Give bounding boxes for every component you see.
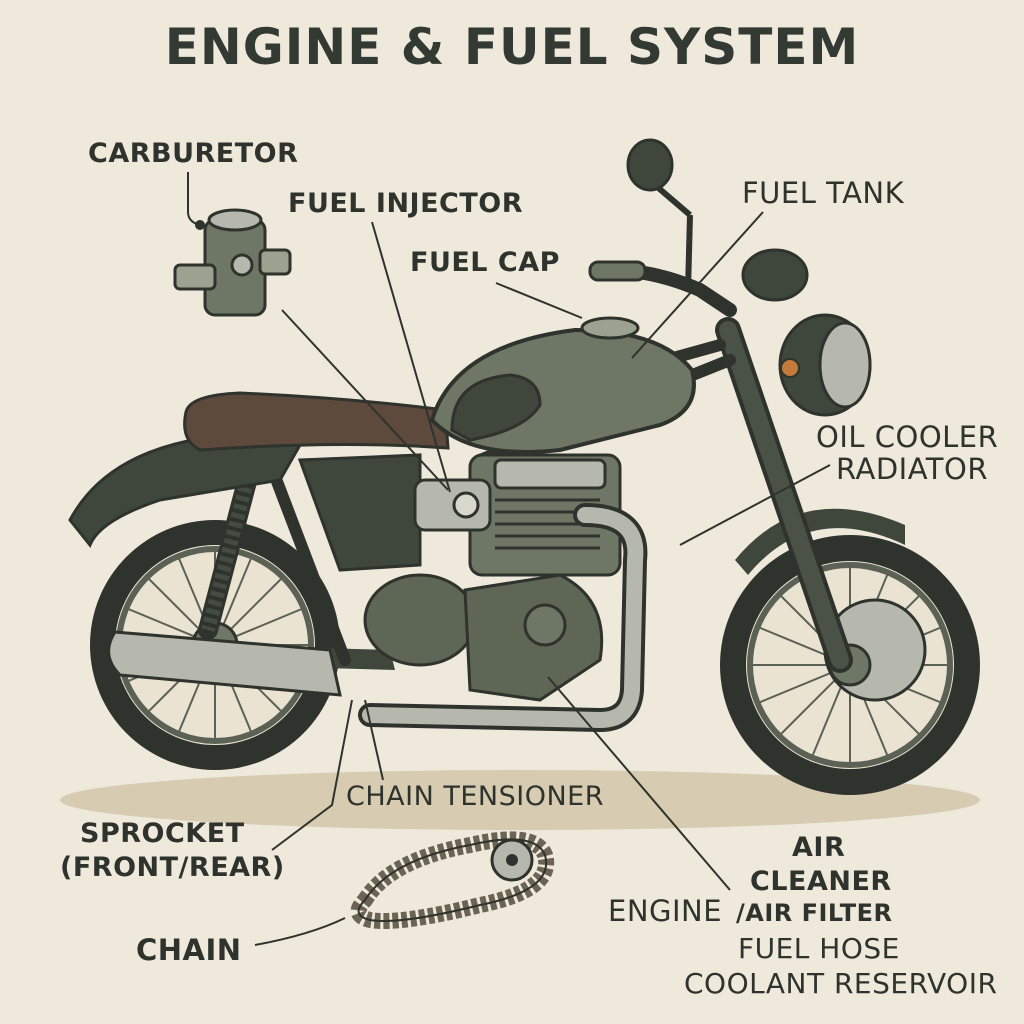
label-air: AIR [792, 832, 846, 863]
leader-fuel-cap [495, 282, 583, 319]
engine-block [363, 453, 622, 702]
leader-chain [254, 917, 346, 946]
rear-shock [198, 460, 260, 640]
exhaust [107, 503, 648, 733]
label-radiator: RADIATOR [836, 452, 988, 486]
label-chain-tensioner: CHAIN TENSIONER [346, 781, 604, 812]
label-fuel-tank: FUEL TANK [742, 176, 905, 210]
leader-carburetor-to-engine [281, 309, 449, 491]
label-fuel-injector: FUEL INJECTOR [288, 188, 524, 219]
label-fuel-hose: FUEL HOSE [738, 932, 900, 965]
headlight [778, 313, 872, 417]
leader-fuel-injector [371, 221, 451, 493]
leader-carburetor [187, 172, 201, 226]
front-fender [735, 508, 905, 575]
mirror [626, 138, 674, 192]
handlebars [588, 138, 809, 317]
label-chain: CHAIN [136, 933, 242, 967]
leader-fuel-tank [631, 211, 764, 359]
fuel-cap-shape [580, 316, 640, 340]
carburetor-part [173, 208, 292, 317]
label-oil-cooler: OIL COOLER [816, 420, 999, 454]
front-forks [715, 317, 853, 673]
leader-sprocket [271, 699, 353, 851]
chain-part [350, 831, 555, 929]
leader-oil-cooler [679, 464, 831, 546]
label-carburetor: CARBURETOR [88, 138, 299, 169]
leader-air-filter [547, 676, 731, 891]
label-engine: ENGINE [608, 894, 723, 928]
leader-lines [187, 172, 831, 946]
diagram-title: ENGINE & FUEL SYSTEM [164, 18, 860, 76]
seat [183, 391, 450, 452]
label-cleaner: CLEANER [750, 866, 892, 897]
ground-shadow [60, 770, 980, 830]
fuel-injector-body [413, 478, 492, 532]
fuel-tank-shape [429, 316, 696, 454]
label-fuel-cap: FUEL CAP [410, 247, 560, 278]
label-sprocket: SPROCKET [80, 818, 245, 849]
label-sprocket-detail: (FRONT/REAR) [60, 852, 285, 883]
label-coolant-reservoir: COOLANT RESERVOIR [684, 967, 998, 1000]
side-panel [297, 453, 422, 572]
label-air-filter: /AIR FILTER [736, 899, 893, 927]
leader-chain-tensioner [364, 699, 384, 781]
